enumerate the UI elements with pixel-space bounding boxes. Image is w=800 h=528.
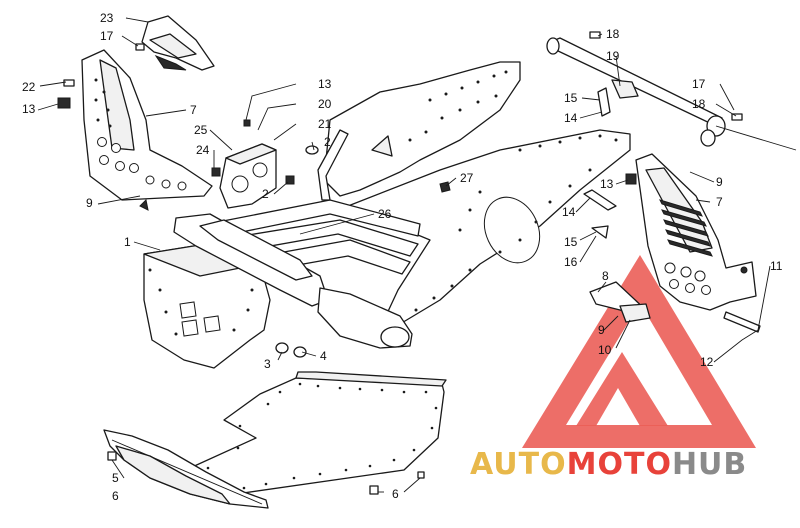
steering-post-bracket	[219, 143, 277, 209]
callout-27: 27	[460, 171, 474, 185]
svg-text:AUTOMOTOHUB: AUTOMOTOHUB	[470, 447, 747, 482]
right-steering-support-bracket	[635, 153, 757, 311]
callout-6-bottom: 6	[392, 487, 399, 501]
callout-26: 26	[378, 207, 392, 221]
upper-hood-bracket	[141, 15, 215, 71]
callout-leader-lines	[37, 17, 771, 493]
callout-14-top: 14	[564, 111, 578, 125]
callout-8: 8	[602, 269, 609, 283]
callout-7-left: 7	[190, 103, 197, 117]
callout-20: 20	[318, 97, 332, 111]
callout-3: 3	[264, 357, 271, 371]
callout-9-lower: 9	[598, 323, 605, 337]
callout-2-upper: 2	[324, 135, 331, 149]
callout-4: 4	[320, 349, 327, 363]
callout-10: 10	[598, 343, 612, 357]
callout-13-center: 13	[318, 77, 332, 91]
belly-pan	[189, 371, 447, 495]
steering-shaft-assembly	[546, 37, 797, 151]
watermark-moto: MOTO	[567, 447, 672, 482]
callout-7-right: 7	[716, 195, 723, 209]
mounting-bracket-plate	[589, 281, 761, 333]
steering-arm-link	[583, 87, 617, 239]
watermark-triangle-logo	[522, 255, 756, 448]
callout-14-lower: 14	[562, 205, 576, 219]
callout-13-left: 13	[22, 102, 36, 116]
callout-2-lower: 2	[262, 187, 269, 201]
callout-18-right: 18	[692, 97, 706, 111]
callout-15-top: 15	[564, 91, 578, 105]
main-chassis-frame	[143, 61, 631, 369]
front-skid-bumper	[103, 429, 269, 509]
callout-21: 21	[318, 117, 332, 131]
callout-11: 11	[770, 259, 783, 273]
callout-17-left: 17	[100, 29, 114, 43]
callout-5: 5	[112, 471, 119, 485]
callout-25: 25	[194, 123, 208, 137]
part-callout-labels: 23 17 22 13 7 9 1 13 20 21 2 25 24 2 26 …	[22, 11, 783, 503]
watermark-auto: AUTO	[470, 447, 567, 482]
watermark-brand: AUTOMOTOHUB	[470, 447, 747, 482]
callout-9-left: 9	[86, 196, 93, 210]
callout-12: 12	[700, 355, 714, 369]
callout-6-left: 6	[112, 489, 119, 503]
callout-18-top: 18	[606, 27, 620, 41]
callout-1: 1	[124, 235, 131, 249]
callout-17-right: 17	[692, 77, 706, 91]
callout-19: 19	[606, 49, 620, 63]
watermark-hub: HUB	[672, 447, 747, 482]
callout-24: 24	[196, 143, 210, 157]
callout-9-right: 9	[716, 175, 723, 189]
callout-23: 23	[100, 11, 114, 25]
callout-22: 22	[22, 80, 36, 94]
callout-16: 16	[564, 255, 578, 269]
left-steering-support-bracket	[81, 49, 213, 211]
callout-15-lower: 15	[564, 235, 578, 249]
callout-13-right: 13	[600, 177, 614, 191]
